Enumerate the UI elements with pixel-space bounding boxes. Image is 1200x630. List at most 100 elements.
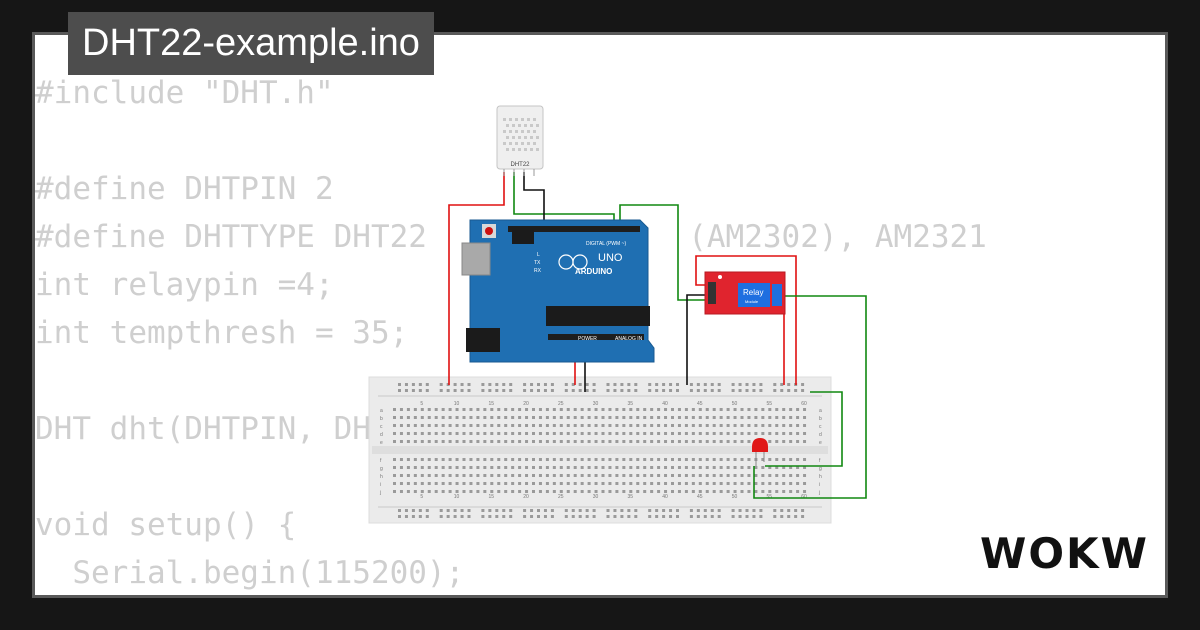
- breadboard-hole: [399, 474, 403, 477]
- breadboard-row-label: e: [380, 440, 383, 446]
- dht22-sensor: DHT22: [496, 105, 544, 176]
- sensor-vent: [521, 130, 524, 133]
- breadboard-hole: [476, 432, 480, 435]
- sensor-vent: [527, 142, 530, 145]
- breadboard-hole: [696, 515, 700, 518]
- breadboard-hole: [469, 440, 473, 443]
- breadboard-hole: [636, 458, 640, 461]
- breadboard-hole: [543, 389, 547, 392]
- breadboard-hole: [615, 424, 619, 427]
- breadboard-hole: [698, 474, 702, 477]
- breadboard-hole: [636, 482, 640, 485]
- breadboard-hole: [538, 490, 542, 493]
- breadboard-hole: [420, 490, 424, 493]
- breadboard-hole: [462, 490, 466, 493]
- breadboard-hole: [393, 490, 396, 493]
- breadboard-hole: [629, 432, 633, 435]
- breadboard-hole: [636, 432, 640, 435]
- breadboard-hole: [497, 458, 501, 461]
- breadboard-hole: [740, 474, 744, 477]
- breadboard-hole: [677, 424, 681, 427]
- breadboard-hole: [399, 490, 403, 493]
- breadboard-hole: [705, 490, 709, 493]
- breadboard-hole: [650, 490, 654, 493]
- breadboard-hole: [455, 458, 459, 461]
- code-line: #define DHTPIN 2: [35, 171, 334, 207]
- breadboard-hole: [615, 458, 619, 461]
- breadboard-hole: [511, 458, 515, 461]
- breadboard-hole: [712, 408, 716, 411]
- breadboard-hole: [657, 416, 661, 419]
- breadboard-hole: [691, 416, 695, 419]
- breadboard-hole: [601, 466, 605, 469]
- breadboard-hole: [420, 474, 424, 477]
- breadboard-hole: [483, 482, 487, 485]
- breadboard-hole: [648, 389, 652, 392]
- breadboard-hole: [719, 474, 723, 477]
- breadboard-hole: [497, 432, 501, 435]
- breadboard-hole: [441, 490, 445, 493]
- sensor-vent: [512, 136, 515, 139]
- breadboard-hole: [398, 509, 401, 512]
- breadboard-hole: [648, 509, 652, 512]
- breadboard-hole: [655, 383, 659, 386]
- breadboard-hole: [434, 466, 438, 469]
- breadboard-hole: [490, 408, 494, 411]
- breadboard-hole: [684, 416, 688, 419]
- breadboard-hole: [490, 416, 494, 419]
- breadboard-hole: [689, 515, 693, 518]
- breadboard-hole: [559, 482, 563, 485]
- breadboard-hole: [677, 416, 681, 419]
- breadboard-hole: [789, 416, 793, 419]
- breadboard-hole: [747, 408, 751, 411]
- breadboard-hole: [754, 408, 758, 411]
- breadboard-hole: [525, 482, 529, 485]
- breadboard-hole: [538, 474, 542, 477]
- breadboard-hole: [571, 383, 575, 386]
- breadboard-hole: [497, 416, 501, 419]
- breadboard-column-label: 60: [801, 401, 807, 407]
- breadboard-hole: [573, 458, 577, 461]
- breadboard-hole: [413, 474, 417, 477]
- breadboard-hole: [538, 458, 542, 461]
- breadboard-hole: [427, 408, 431, 411]
- breadboard-hole: [523, 389, 527, 392]
- breadboard-hole: [427, 432, 431, 435]
- breadboard-hole: [796, 408, 800, 411]
- breadboard-hole: [726, 482, 730, 485]
- breadboard-hole: [518, 490, 522, 493]
- breadboard-hole: [794, 389, 798, 392]
- breadboard-hole: [518, 440, 522, 443]
- breadboard-hole: [455, 424, 459, 427]
- breadboard-hole: [413, 440, 417, 443]
- breadboard-hole: [502, 515, 506, 518]
- breadboard-hole: [393, 458, 396, 461]
- breadboard-hole: [413, 458, 417, 461]
- breadboard-hole: [406, 474, 410, 477]
- breadboard-column-label: 15: [489, 401, 495, 407]
- breadboard-hole: [462, 474, 466, 477]
- sensor-vent: [527, 118, 530, 121]
- breadboard-hole: [662, 515, 666, 518]
- wire-red-power-left: [448, 172, 505, 385]
- breadboard-hole: [448, 490, 452, 493]
- breadboard-hole: [717, 515, 721, 518]
- relay-module: Relay Module: [704, 271, 786, 315]
- breadboard-hole: [768, 482, 772, 485]
- breadboard-hole: [712, 432, 716, 435]
- breadboard-hole: [789, 466, 793, 469]
- breadboard-hole: [684, 432, 688, 435]
- breadboard-hole: [398, 383, 401, 386]
- breadboard-hole: [677, 466, 681, 469]
- breadboard-hole: [511, 432, 515, 435]
- breadboard-hole: [420, 482, 424, 485]
- breadboard-hole: [726, 474, 730, 477]
- breadboard-hole: [571, 515, 575, 518]
- breadboard-hole: [497, 482, 501, 485]
- breadboard-column-label: 15: [489, 494, 495, 500]
- code-line: #include "DHT.h": [35, 75, 334, 111]
- breadboard-column-label: 5: [420, 401, 423, 407]
- breadboard-hole: [613, 515, 617, 518]
- breadboard-hole: [592, 389, 596, 392]
- breadboard-hole: [425, 509, 429, 512]
